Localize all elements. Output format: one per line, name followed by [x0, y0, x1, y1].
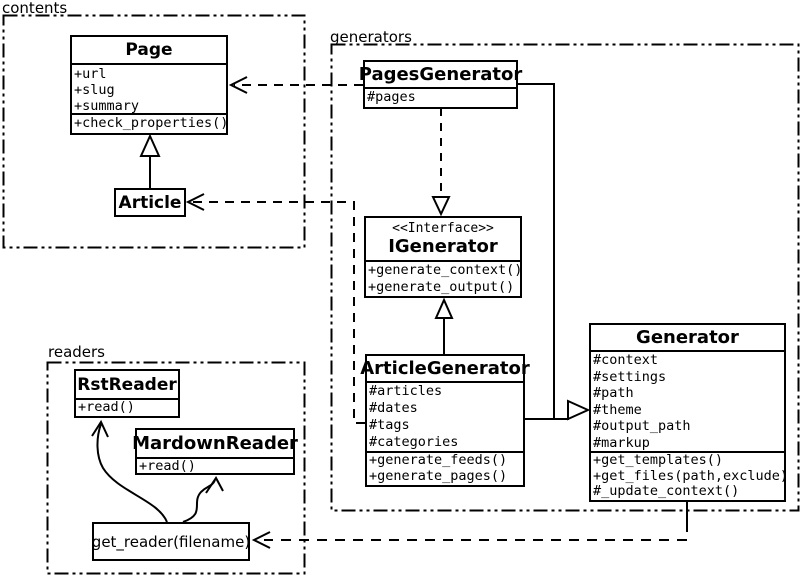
attribute: #path [593, 385, 634, 401]
readers-package-label: readers [48, 343, 105, 361]
attribute: +slug [74, 82, 115, 98]
page-attributes: +url +slug +summary [72, 63, 226, 113]
method: +generate_feeds() [369, 452, 508, 468]
inheritance-articlegenerator-to-igenerator [434, 297, 454, 354]
inheritance-article-to-page [139, 133, 161, 188]
class-title-pagesgenerator: PagesGenerator [358, 64, 523, 85]
igenerator-name: IGenerator [388, 236, 498, 257]
generator-methods: +get_templates() +get_files(path,exclude… [591, 451, 784, 500]
method: +check_properties() [74, 115, 226, 131]
method: +read() [139, 458, 196, 473]
realization-pagesgenerator-to-igenerator [431, 108, 451, 217]
class-title-igenerator: <<Interface>> IGenerator [366, 218, 520, 260]
class-title-mardownreader: MardownReader [132, 433, 298, 454]
attribute: #output_path [593, 418, 691, 434]
attribute: #context [593, 352, 659, 368]
attribute: #dates [369, 400, 418, 416]
attribute: #categories [369, 434, 459, 450]
attribute: +url [74, 66, 107, 82]
class-title-articlegenerator: ArticleGenerator [360, 358, 530, 379]
igenerator-methods: +generate_context() +generate_output() [366, 260, 520, 296]
class-box-igenerator: <<Interface>> IGenerator +generate_conte… [364, 216, 522, 298]
class-box-mardownreader: MardownReader +read() [132, 428, 298, 475]
igenerator-stereotype: <<Interface>> [392, 221, 494, 236]
attribute: #articles [369, 383, 443, 399]
class-title-rstreader: RstReader [77, 374, 177, 395]
class-title-article: Article [118, 192, 182, 213]
dependency-articlegenerator-to-article [185, 193, 365, 424]
generators-package-label: generators [330, 28, 412, 46]
contents-package-label: contents [2, 0, 68, 17]
method: +get_files(path,exclude) [593, 467, 784, 484]
pagesgenerator-attributes: #pages [365, 87, 516, 107]
attribute: #theme [593, 401, 642, 418]
method: #_update_context() [593, 483, 740, 500]
attribute: #settings [593, 368, 667, 385]
method: +read() [78, 399, 135, 415]
arrow-getreader-to-mardownreader [182, 476, 224, 523]
attribute: +summary [74, 98, 140, 113]
generator-attributes: #context #settings #path #theme #output_… [591, 350, 784, 451]
method: +generate_context() [368, 262, 520, 278]
attribute: #pages [367, 89, 416, 105]
class-box-generator: Generator #context #settings #path #them… [589, 323, 786, 502]
dependency-generator-to-getreader [251, 502, 688, 549]
page-methods: +check_properties() [72, 113, 226, 133]
attribute: #markup [593, 434, 650, 451]
class-box-page: Page +url +slug +summary +check_properti… [70, 35, 228, 135]
method: +get_templates() [593, 452, 724, 468]
get-reader-box: get_reader(filename) [92, 522, 250, 561]
class-box-article: Article [114, 188, 186, 217]
class-box-articlegenerator: ArticleGenerator #articles #dates #tags … [360, 354, 530, 487]
articlegenerator-attributes: #articles #dates #tags #categories [367, 381, 523, 451]
class-box-rstreader: RstReader +read() [74, 369, 180, 418]
class-box-pagesgenerator: PagesGenerator #pages [358, 60, 523, 109]
get-reader-label: get_reader(filename) [91, 532, 251, 551]
articlegenerator-methods: +generate_feeds() +generate_pages() [367, 451, 523, 485]
class-title-page: Page [125, 40, 173, 60]
class-title-generator: Generator [636, 327, 739, 348]
method: +generate_pages() [369, 467, 508, 484]
mardownreader-methods: +read() [137, 457, 293, 473]
attribute: #tags [369, 417, 410, 433]
rstreader-methods: +read() [76, 398, 178, 416]
dependency-pagesgenerator-to-page [228, 76, 363, 94]
method: +generate_output() [368, 278, 515, 295]
